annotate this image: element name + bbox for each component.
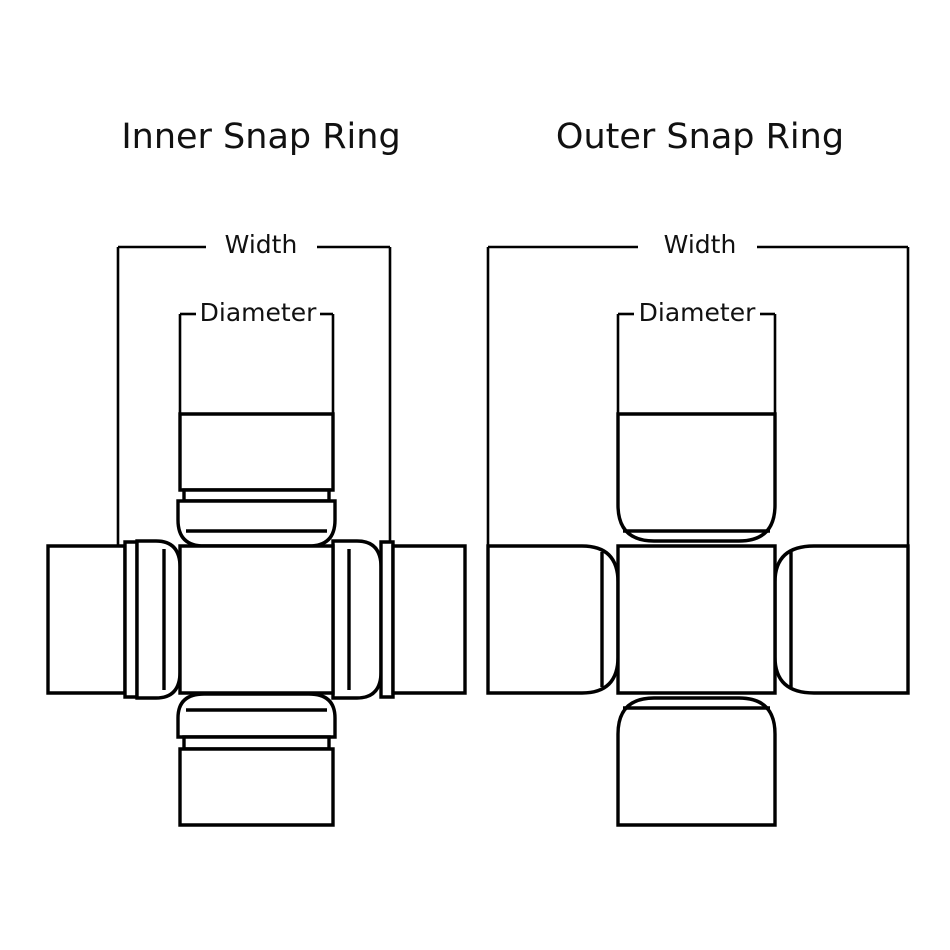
cross-body-inner	[178, 544, 335, 695]
figure-title-inner: Inner Snap Ring	[121, 117, 400, 157]
cap-barrel-bottom-inner	[178, 747, 335, 827]
cap-cup-right-outer	[773, 544, 910, 695]
cap-cup-top-outer	[616, 412, 777, 543]
cross-body-outer	[616, 544, 777, 695]
dimension-width-outer: Width	[486, 230, 910, 548]
dimension-diameter-outer: Diameter	[616, 298, 777, 414]
cap-flare-right-inner	[331, 539, 383, 700]
cap-groove-band-right-inner	[379, 540, 395, 699]
diameter-label-outer: Diameter	[639, 298, 756, 327]
cap-groove-band-bottom-inner	[182, 735, 331, 751]
cap-cup-bottom-outer	[616, 696, 777, 827]
figure-outer-snap-ring: Outer Snap Ring Width Diameter	[486, 117, 910, 827]
width-label-inner: Width	[225, 230, 298, 259]
bearing-cap-bottom-outer	[616, 696, 777, 827]
cross-body-square-inner	[178, 544, 335, 695]
cap-cup-left-outer	[486, 544, 620, 695]
bearing-cap-bottom-inner	[176, 692, 337, 827]
dimension-width-inner: Width	[116, 230, 392, 548]
cap-groove-band-left-inner	[123, 540, 139, 699]
bearing-cap-left-outer	[486, 544, 620, 695]
bearing-cap-right-outer	[773, 544, 910, 695]
cap-flare-top-inner	[176, 499, 337, 548]
cap-barrel-left-inner	[46, 544, 127, 695]
dimension-diameter-inner: Diameter	[178, 298, 335, 414]
bearing-cap-right-inner	[331, 539, 467, 700]
width-label-outer: Width	[664, 230, 737, 259]
cap-flare-bottom-inner	[176, 692, 337, 739]
diameter-label-inner: Diameter	[200, 298, 317, 327]
figure-title-outer: Outer Snap Ring	[556, 117, 844, 157]
bearing-cap-left-inner	[46, 539, 182, 700]
bearing-cap-top-outer	[616, 412, 777, 543]
cap-barrel-right-inner	[391, 544, 467, 695]
cap-flare-left-inner	[135, 539, 182, 700]
cap-barrel-top-inner	[178, 412, 335, 492]
cross-body-square-outer	[616, 544, 777, 695]
bearing-cap-top-inner	[176, 412, 337, 548]
figure-inner-snap-ring: Inner Snap Ring Width Diameter	[46, 117, 467, 827]
